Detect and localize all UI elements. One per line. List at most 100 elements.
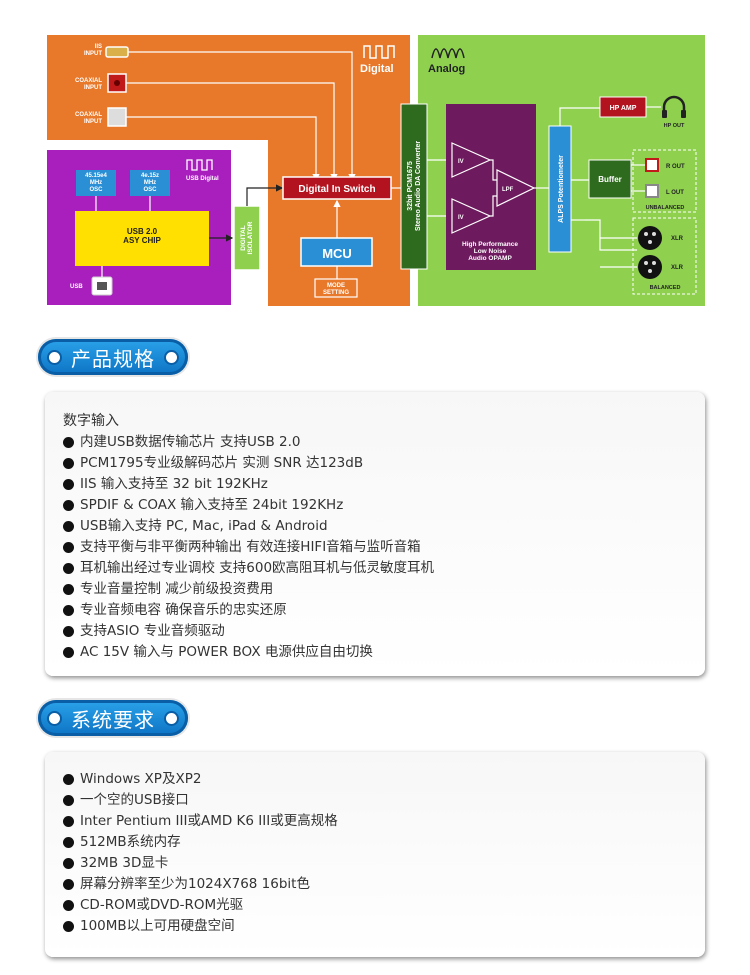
list-item-text: 专业音频电容 确保音乐的忠实还原 [80,602,287,618]
dot-icon [47,710,62,726]
list-item-text: AC 15V 输入与 POWER BOX 电源供应自由切换 [80,644,373,660]
opamp-box [446,104,536,270]
alps-label: ALPS Potentiometer [558,155,565,223]
bullet-icon [63,647,74,658]
r-out-label: R OUT [666,164,685,170]
iv-1-triangle [451,142,492,178]
headphone-icon [662,95,686,113]
spec-heading-pill: 产品规格 [38,339,188,375]
list-item-text: 32MB 3D显卡 [80,855,169,871]
balanced-label: BALANCED [650,285,681,291]
unbalanced-frame [632,149,697,213]
xlr-1-label: XLR [671,236,684,242]
lpf-label: LPF [502,187,514,193]
list-item: 100MB以上可用硬盘空间 [63,916,338,937]
list-item: 专业音量控制 减少前级投资费用 [63,579,434,600]
list-item: 32MB 3D显卡 [63,853,338,874]
usb-label: USB [70,284,83,290]
list-item: AC 15V 输入与 POWER BOX 电源供应自由切换 [63,642,434,663]
list-item: PCM1795专业级解码芯片 实测 SNR 达123dB [63,453,434,474]
spec-title: 数字输入 [63,413,119,429]
list-item: 屏幕分辨率至少为1024X768 16bit色 [63,874,338,895]
list-item-text: CD-ROM或DVD-ROM光驱 [80,897,244,913]
xlr-1-icon [638,226,662,250]
list-item: Inter Pentium III或AMD K6 III或更高规格 [63,811,338,832]
bullet-icon [63,774,74,785]
analog-wave-icon [431,48,465,59]
bullet-icon [63,795,74,806]
buffer-label: Buffer [598,175,622,184]
digital-isolator-label: DIGITALISOLATOR [240,221,254,254]
list-item-text: 100MB以上可用硬盘空间 [80,918,235,934]
bullet-icon [63,605,74,616]
list-item: 一个空的USB接口 [63,790,338,811]
list-item: 支持平衡与非平衡两种输出 有效连接HIFI音箱与监听音箱 [63,537,434,558]
osc-1-box [76,170,116,196]
mcu-label: MCU [322,246,352,261]
usb-digital-wave-icon [186,159,213,171]
bullet-icon [63,500,74,511]
bullet-icon [63,584,74,595]
coaxial-white-connector-icon [107,107,127,127]
list-item-text: IIS 输入支持至 32 bit 192KHz [80,476,268,492]
analog-label: Analog [428,63,465,75]
list-item-text: 支持平衡与非平衡两种输出 有效连接HIFI音箱与监听音箱 [80,539,421,555]
list-item: 支持ASIO 专业音频驱动 [63,621,434,642]
bullet-icon [63,437,74,448]
list-item: 内建USB数据传输芯片 支持USB 2.0 [63,432,434,453]
mode-setting-box [314,278,358,298]
system-heading-pill: 系统要求 [38,700,188,736]
iv-2-label: IV [458,215,464,221]
unbalanced-label: UNBALANCED [646,205,685,211]
list-item-text: 专业音量控制 减少前级投资费用 [80,581,274,597]
digital-in-switch-label: Digital In Switch [298,184,375,195]
list-item: 耳机输出经过专业调校 支持600欧高阻耳机与低灵敏度耳机 [63,558,434,579]
spec-heading: 产品规格 [71,346,155,371]
dot-icon [164,349,179,365]
digital-wave-icon [363,45,395,59]
list-item-text: SPDIF & COAX 输入支持至 24bit 192KHz [80,497,344,513]
bullet-icon [63,900,74,911]
list-item-text: 耳机输出经过专业调校 支持600欧高阻耳机与低灵敏度耳机 [80,560,435,576]
system-list: Windows XP及XP2 一个空的USB接口 Inter Pentium III… [63,769,338,937]
bullet-icon [63,921,74,932]
usb-chip-box [75,211,209,266]
list-item-text: USB输入支持 PC, Mac, iPad & Android [80,518,328,534]
list-item-text: 屏幕分辨率至少为1024X768 16bit色 [80,876,310,892]
list-item-text: 内建USB数据传输芯片 支持USB 2.0 [80,434,301,450]
digital-label: Digital [360,63,394,75]
list-item: CD-ROM或DVD-ROM光驱 [63,895,338,916]
iv-1-label: IV [458,159,464,165]
buffer-box [588,159,632,199]
osc-2-box [130,170,170,196]
hp-out-label: HP OUT [664,123,685,129]
system-panel: Windows XP及XP2 一个空的USB接口 Inter Pentium III… [45,752,705,957]
list-item: IIS 输入支持至 32 bit 192KHz [63,474,434,495]
bullet-icon [63,626,74,637]
list-item: USB输入支持 PC, Mac, iPad & Android [63,516,434,537]
list-item: 专业音频电容 确保音乐的忠实还原 [63,600,434,621]
list-item: Windows XP及XP2 [63,769,338,790]
iis-connector-icon [105,46,129,58]
bullet-icon [63,458,74,469]
list-item-text: 支持ASIO 专业音频驱动 [80,623,225,639]
l-out-jack-icon [645,184,659,198]
xlr-2-icon [638,255,662,279]
hp-amp-label: HP AMP [610,105,637,112]
list-item-text: Inter Pentium III或AMD K6 III或更高规格 [80,813,338,829]
bullet-icon [63,858,74,869]
dac-box [400,103,428,270]
list-item: 512MB系统内存 [63,832,338,853]
list-item-text: Windows XP及XP2 [80,771,202,787]
list-item-text: 512MB系统内存 [80,834,181,850]
bullet-icon [63,837,74,848]
